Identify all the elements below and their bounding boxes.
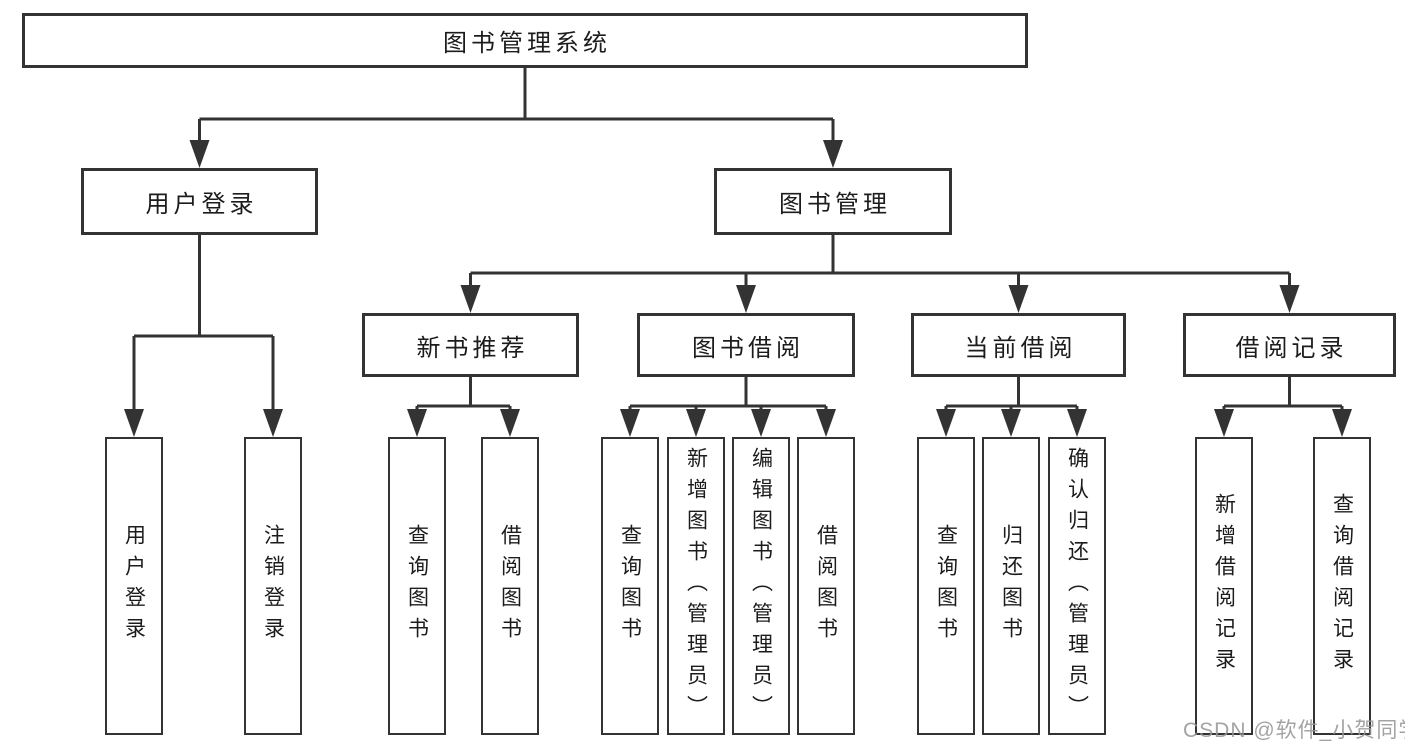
leaf-label: 新增图书（管理员）	[684, 446, 708, 726]
node-new-book-recommend: 新书推荐	[362, 313, 579, 377]
leaf-label: 查询图书	[618, 524, 642, 648]
leaf-return-books: 归还图书	[982, 437, 1040, 735]
leaf-query-books-1: 查询图书	[388, 437, 446, 735]
arrowhead-icons	[124, 140, 1352, 437]
leaf-label: 查询借阅记录	[1330, 493, 1354, 679]
node-system-root: 图书管理系统	[22, 13, 1028, 68]
leaf-label: 归还图书	[999, 524, 1023, 648]
node-borrowing-records: 借阅记录	[1183, 313, 1396, 377]
leaf-label: 查询图书	[405, 524, 429, 648]
leaf-logout: 注销登录	[244, 437, 302, 735]
leaf-label: 注销登录	[261, 524, 285, 648]
leaf-query-borrow-record: 查询借阅记录	[1313, 437, 1371, 735]
node-label: 图书管理	[779, 191, 891, 218]
leaf-add-borrow-record: 新增借阅记录	[1195, 437, 1253, 735]
leaf-query-books-2: 查询图书	[601, 437, 659, 735]
node-label: 借阅记录	[1235, 334, 1348, 362]
leaf-borrow-books-1: 借阅图书	[481, 437, 539, 735]
leaf-confirm-return-admin: 确认归还（管理员）	[1048, 437, 1106, 735]
node-label: 当前借阅	[964, 334, 1077, 362]
leaf-label: 借阅图书	[814, 524, 838, 648]
node-book-borrowing: 图书借阅	[637, 313, 855, 377]
leaf-label: 确认归还（管理员）	[1065, 446, 1089, 726]
leaf-label: 查询图书	[934, 524, 958, 648]
leaf-user-login: 用户登录	[105, 437, 163, 735]
leaf-label: 用户登录	[122, 524, 146, 648]
leaf-label: 新增借阅记录	[1212, 493, 1236, 679]
node-label: 图书管理系统	[443, 30, 611, 57]
leaf-label: 借阅图书	[498, 524, 522, 648]
node-label: 用户登录	[145, 191, 258, 218]
node-book-management: 图书管理	[714, 168, 952, 235]
node-label: 新书推荐	[416, 334, 529, 362]
leaf-label: 编辑图书（管理员）	[749, 446, 773, 726]
leaf-edit-books-admin: 编辑图书（管理员）	[732, 437, 790, 735]
leaf-add-books-admin: 新增图书（管理员）	[667, 437, 725, 735]
watermark: CSDN @软件_小贺同学	[1183, 719, 1405, 742]
leaf-borrow-books-2: 借阅图书	[797, 437, 855, 735]
node-current-borrowing: 当前借阅	[911, 313, 1126, 377]
node-label: 图书借阅	[692, 334, 804, 362]
node-user-login: 用户登录	[81, 168, 318, 235]
leaf-query-books-3: 查询图书	[917, 437, 975, 735]
